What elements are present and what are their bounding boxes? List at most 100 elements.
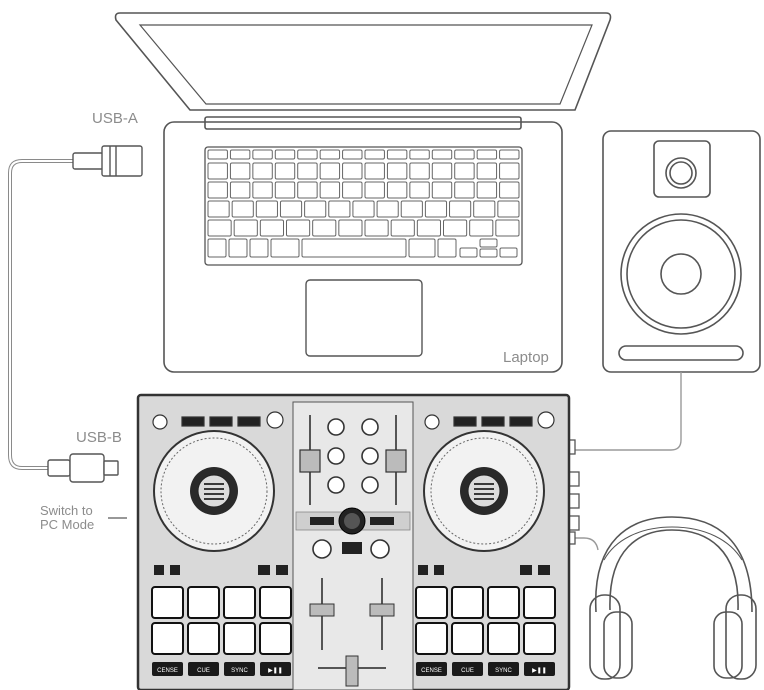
channel-faders[interactable] — [299, 415, 407, 505]
deck-left-top-controls[interactable] — [152, 411, 284, 430]
deck-left-small-buttons[interactable] — [154, 565, 288, 575]
transport-button-label: SYNC — [231, 668, 248, 674]
pitch-faders[interactable] — [309, 578, 395, 650]
keyboard-key — [274, 162, 296, 180]
keyboard-key — [499, 149, 520, 160]
performance-pad[interactable] — [259, 622, 292, 655]
usb-b-label: USB-B — [76, 429, 122, 446]
keyboard-key — [497, 200, 520, 218]
headphone-left-cup — [589, 594, 621, 680]
keyboard-key — [229, 149, 251, 160]
laptop-screen — [114, 12, 612, 111]
performance-pad[interactable] — [187, 622, 220, 655]
keyboard-key — [249, 238, 269, 258]
keyboard-key — [409, 149, 430, 160]
keyboard-key — [286, 219, 311, 237]
keyboard-key — [342, 149, 363, 160]
keyboard-key — [274, 149, 296, 160]
keyboard-key — [274, 181, 296, 199]
keyboard-key — [416, 219, 442, 237]
performance-pad[interactable] — [523, 586, 556, 619]
keyboard-key — [424, 200, 448, 218]
headphone-cable — [572, 537, 599, 551]
transport-button[interactable] — [524, 662, 555, 676]
transport-button-label: ▶❚❚ — [268, 667, 283, 674]
keyboard-key — [229, 181, 251, 199]
switch-to-pc-mode-label: Switch to PC Mode — [40, 504, 94, 532]
mixer-eq-knobs[interactable] — [327, 418, 379, 494]
keyboard-key — [297, 181, 318, 199]
cables — [8, 159, 682, 551]
deck-right-small-buttons[interactable] — [418, 565, 550, 575]
performance-pads[interactable] — [151, 586, 556, 655]
transport-button[interactable] — [224, 662, 255, 676]
keyboard-key — [352, 200, 375, 218]
keyboard-key — [319, 162, 341, 180]
performance-pad[interactable] — [223, 622, 256, 655]
transport-button[interactable] — [188, 662, 219, 676]
keyboard-keys — [207, 149, 520, 258]
keyboard-key — [499, 162, 520, 180]
performance-pad[interactable] — [487, 622, 520, 655]
arrow-key — [479, 238, 498, 248]
performance-pad[interactable] — [451, 622, 484, 655]
transport-button[interactable] — [260, 662, 291, 676]
gain-knobs[interactable] — [312, 539, 390, 559]
performance-pad[interactable] — [151, 622, 184, 655]
speaker-tweeter — [665, 157, 697, 189]
arrow-key — [459, 247, 478, 258]
speaker-tweeter-plate — [653, 140, 711, 198]
keyboard-key — [443, 219, 468, 237]
performance-pad[interactable] — [487, 586, 520, 619]
laptop-base — [163, 121, 563, 373]
keyboard-key — [454, 149, 475, 160]
load-right-button[interactable] — [370, 517, 394, 525]
performance-pad[interactable] — [223, 586, 256, 619]
keyboard-key — [255, 200, 278, 218]
transport-button[interactable] — [452, 662, 483, 676]
keyboard-key — [499, 181, 520, 199]
usb-a-label: USB-A — [92, 110, 138, 127]
speaker-woofer-cap — [660, 253, 702, 295]
keyboard-key — [304, 200, 327, 218]
keyboard-key — [469, 219, 494, 237]
transport-button[interactable] — [152, 662, 183, 676]
transport-button-label: SYNC — [495, 668, 512, 674]
performance-pad[interactable] — [259, 586, 292, 619]
keyboard-key — [297, 149, 318, 160]
transport-button[interactable] — [488, 662, 519, 676]
deck-right-top-controls[interactable] — [424, 411, 555, 430]
keyboard-key — [233, 219, 258, 237]
performance-pad[interactable] — [415, 586, 448, 619]
performance-pad[interactable] — [523, 622, 556, 655]
keyboard-key — [409, 181, 430, 199]
crossfader[interactable] — [318, 655, 386, 687]
keyboard-key — [476, 181, 498, 199]
keyboard-key — [270, 238, 300, 258]
keyboard-key — [386, 149, 408, 160]
keyboard-key — [409, 162, 430, 180]
keyboard-key — [229, 162, 251, 180]
usb-b-plug — [47, 453, 119, 483]
keyboard-key — [386, 162, 408, 180]
performance-pad[interactable] — [451, 586, 484, 619]
load-left-button[interactable] — [310, 517, 334, 525]
transport-button[interactable] — [416, 662, 447, 676]
switch-label-line1: Switch to — [40, 503, 93, 518]
switch-label-line2: PC Mode — [40, 517, 95, 532]
keyboard-key — [390, 219, 415, 237]
jog-wheel-left[interactable] — [153, 430, 275, 552]
jog-wheel-right[interactable] — [423, 430, 545, 552]
transport-button-label: ▶❚❚ — [532, 667, 547, 674]
performance-pad[interactable] — [415, 622, 448, 655]
usb-cable — [8, 159, 73, 470]
keyboard-key — [207, 162, 228, 180]
performance-pad[interactable] — [187, 586, 220, 619]
performance-pad[interactable] — [151, 586, 184, 619]
keyboard-key — [319, 149, 341, 160]
arrow-key — [479, 248, 498, 258]
keyboard-key — [279, 200, 303, 218]
